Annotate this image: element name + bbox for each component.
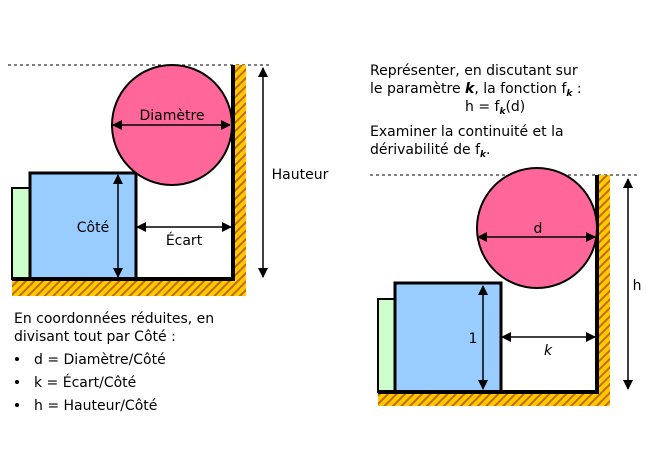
reduced-intro-1: En coordonnées réduites, en: [14, 311, 214, 327]
wall-hatch: [234, 65, 246, 296]
gap-label: k: [544, 343, 553, 359]
gap-label: Écart: [166, 232, 203, 249]
reduced-intro-2: divisant tout par Côté :: [14, 329, 176, 345]
neighbor-block: [11, 187, 31, 280]
diameter-label: Diamètre: [139, 108, 204, 124]
bullet-icon: [15, 403, 19, 407]
bullet-item: h = Hauteur/Côté: [34, 398, 157, 414]
side-label: Côté: [77, 220, 109, 236]
bullet-item: d = Diamètre/Côté: [34, 352, 166, 368]
bullet-icon: [15, 357, 19, 361]
instructions-text: Représenter, en discutant sur le paramèt…: [370, 63, 582, 160]
bullet-icon: [15, 380, 19, 384]
height-label: h: [633, 278, 642, 294]
wall-hatch: [598, 175, 610, 406]
floor-hatch: [12, 280, 246, 296]
neighbor-block: [377, 298, 396, 393]
instruction-line-4: Examiner la continuité et la: [370, 124, 564, 140]
right-diagram: d 1 k h: [370, 167, 642, 406]
left-diagram: Diamètre Côté Écart Hauteur: [8, 64, 329, 296]
bullet-item: k = Écart/Côté: [34, 374, 136, 391]
circle-ball: [476, 167, 598, 289]
reduced-coordinates-text: En coordonnées réduites, en divisant tou…: [14, 311, 214, 414]
height-label: Hauteur: [272, 167, 329, 183]
diameter-label: d: [534, 221, 543, 237]
function-equation: h = fk(d): [465, 99, 525, 117]
side-label: 1: [469, 331, 478, 347]
floor-hatch: [378, 393, 610, 406]
square-block: [393, 281, 503, 394]
instruction-line-2: le paramètre k, la fonction fk :: [370, 81, 582, 99]
instruction-line-5: dérivabilité de fk.: [370, 142, 490, 160]
instruction-line-1: Représenter, en discutant sur: [370, 63, 578, 79]
